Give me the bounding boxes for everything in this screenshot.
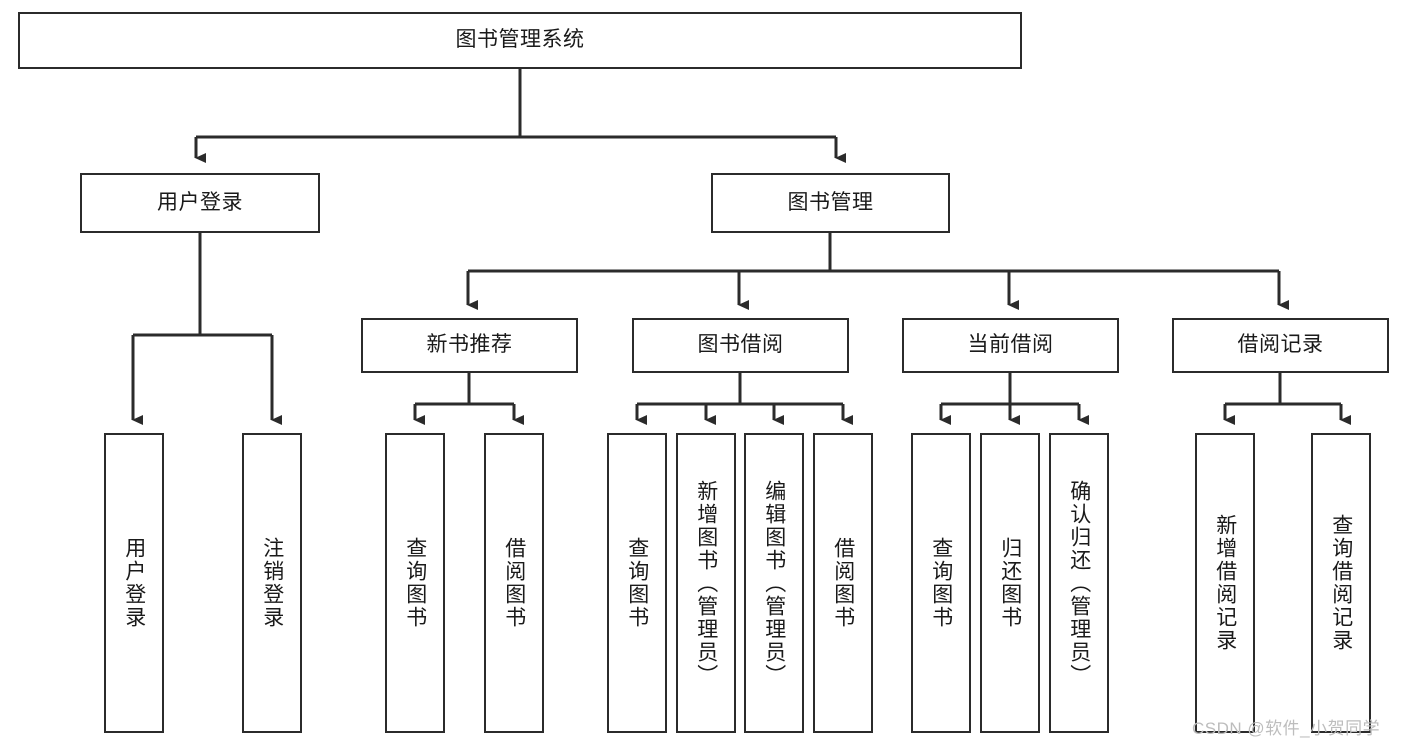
node-borrow-records[interactable]: 借阅记录 bbox=[1172, 318, 1389, 373]
leaf-user-login-label: 用户登录 bbox=[122, 537, 146, 629]
node-root-label: 图书管理系统 bbox=[455, 28, 585, 52]
leaf-confirm-return[interactable]: 确认归还（管理员） bbox=[1049, 433, 1109, 733]
leaf-query-book-1-label: 查询图书 bbox=[403, 537, 427, 629]
node-book-borrow[interactable]: 图书借阅 bbox=[632, 318, 849, 373]
leaf-query-book-3-label: 查询图书 bbox=[929, 537, 953, 629]
leaf-return-book-label: 归还图书 bbox=[998, 537, 1022, 629]
node-book-management-label: 图书管理 bbox=[787, 190, 874, 214]
leaf-query-book-3[interactable]: 查询图书 bbox=[911, 433, 971, 733]
leaf-add-record[interactable]: 新增借阅记录 bbox=[1195, 433, 1255, 733]
leaf-edit-book[interactable]: 编辑图书（管理员） bbox=[744, 433, 804, 733]
leaf-borrow-book-1-label: 借阅图书 bbox=[502, 537, 526, 629]
leaf-logout[interactable]: 注销登录 bbox=[242, 433, 302, 733]
node-current-borrow[interactable]: 当前借阅 bbox=[902, 318, 1119, 373]
node-user-login-label: 用户登录 bbox=[157, 190, 243, 214]
leaf-query-book-2[interactable]: 查询图书 bbox=[607, 433, 667, 733]
leaf-query-record[interactable]: 查询借阅记录 bbox=[1311, 433, 1371, 733]
node-borrow-records-label: 借阅记录 bbox=[1237, 333, 1324, 357]
leaf-query-book-1[interactable]: 查询图书 bbox=[385, 433, 445, 733]
node-book-management[interactable]: 图书管理 bbox=[711, 173, 950, 233]
leaf-logout-label: 注销登录 bbox=[260, 537, 284, 629]
leaf-user-login[interactable]: 用户登录 bbox=[104, 433, 164, 733]
watermark-text: CSDN @软件_小贺同学 bbox=[1192, 719, 1381, 738]
leaf-query-book-2-label: 查询图书 bbox=[625, 537, 649, 629]
node-current-borrow-label: 当前借阅 bbox=[967, 333, 1054, 357]
node-new-book-recommend[interactable]: 新书推荐 bbox=[361, 318, 578, 373]
leaf-edit-book-label: 编辑图书（管理员） bbox=[762, 479, 786, 687]
leaf-borrow-book-2-label: 借阅图书 bbox=[831, 537, 855, 629]
leaf-add-record-label: 新增借阅记录 bbox=[1213, 514, 1237, 652]
node-user-login[interactable]: 用户登录 bbox=[80, 173, 320, 233]
leaf-return-book[interactable]: 归还图书 bbox=[980, 433, 1040, 733]
leaf-borrow-book-1[interactable]: 借阅图书 bbox=[484, 433, 544, 733]
leaf-add-book-label: 新增图书（管理员） bbox=[694, 479, 718, 687]
node-new-book-recommend-label: 新书推荐 bbox=[426, 333, 513, 357]
leaf-confirm-return-label: 确认归还（管理员） bbox=[1067, 479, 1091, 687]
node-book-borrow-label: 图书借阅 bbox=[697, 333, 784, 357]
node-root[interactable]: 图书管理系统 bbox=[18, 12, 1022, 69]
leaf-add-book[interactable]: 新增图书（管理员） bbox=[676, 433, 736, 733]
leaf-borrow-book-2[interactable]: 借阅图书 bbox=[813, 433, 873, 733]
leaf-query-record-label: 查询借阅记录 bbox=[1329, 514, 1353, 652]
